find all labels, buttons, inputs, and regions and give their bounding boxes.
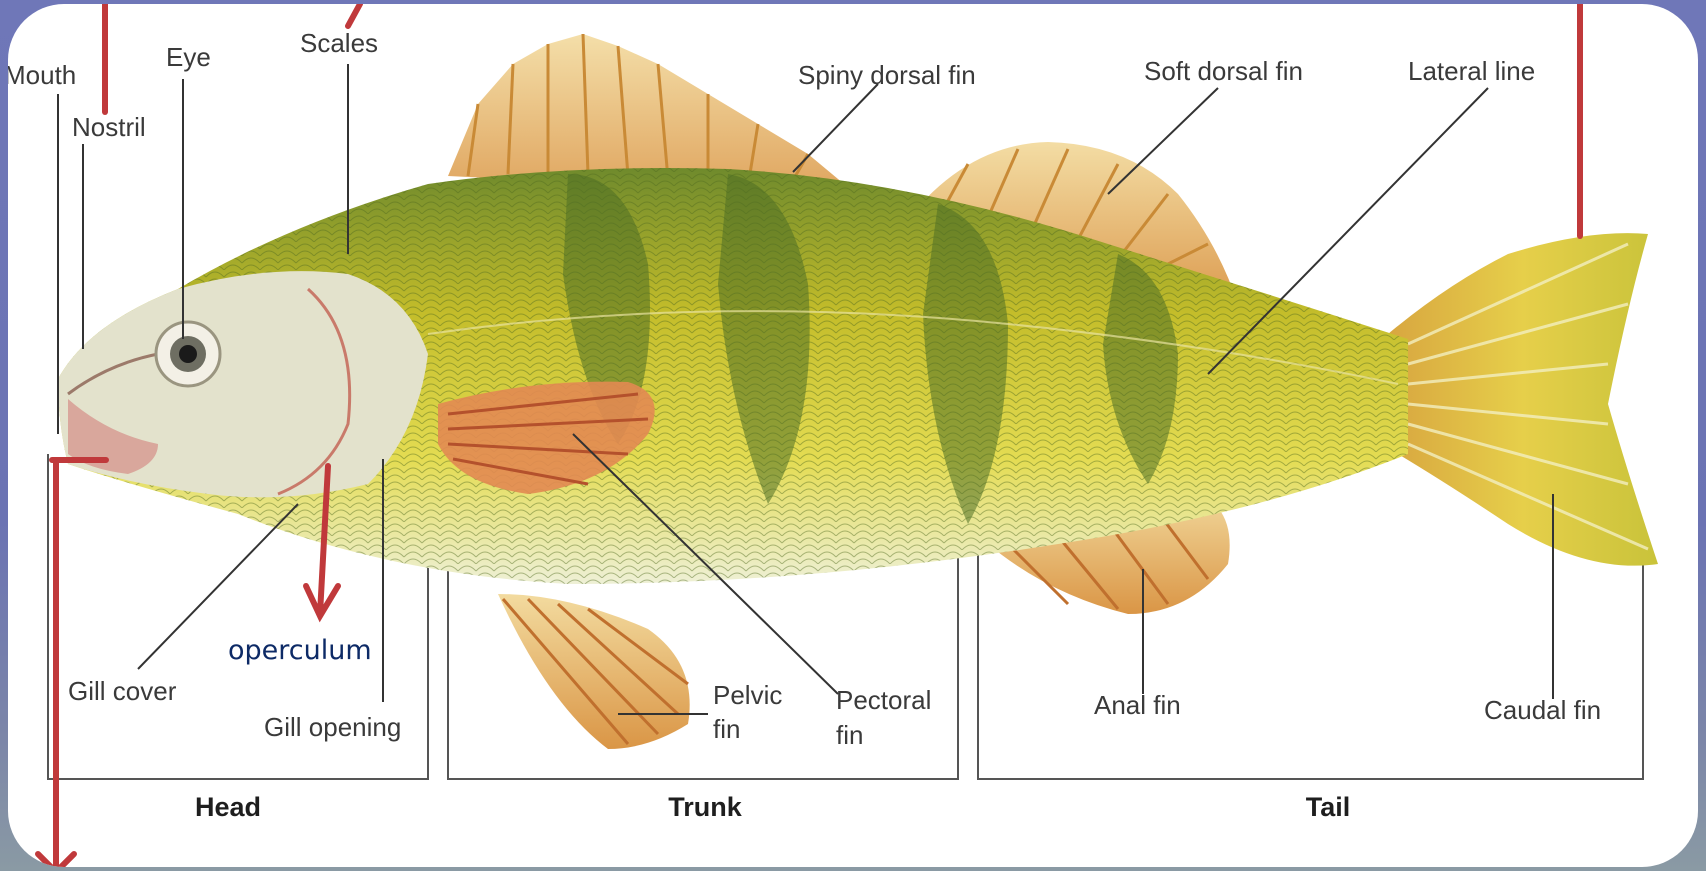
label-eye: Eye — [166, 42, 211, 72]
label-anal-fin: Anal fin — [1094, 690, 1181, 720]
label-nostril: Nostril — [72, 112, 146, 142]
label-lateral-line: Lateral line — [1408, 56, 1535, 86]
label-scales: Scales — [300, 28, 378, 58]
label-pelvic-fin-line2: fin — [713, 714, 740, 744]
fish-diagram: Mouth Eye Scales Nostril Spiny dorsal fi… — [8, 4, 1698, 867]
section-trunk: Trunk — [668, 792, 742, 822]
label-pectoral-fin-line2: fin — [836, 720, 863, 750]
label-spiny-dorsal-fin: Spiny dorsal fin — [798, 60, 976, 90]
soft-dorsal-leader — [1108, 88, 1218, 194]
label-gill-cover: Gill cover — [68, 676, 177, 706]
caudal-fin — [1388, 233, 1658, 566]
label-pelvic-fin-line1: Pelvic — [713, 680, 782, 710]
label-pectoral-fin-line1: Pectoral — [836, 685, 931, 715]
spiny-dorsal-leader — [793, 84, 878, 172]
label-soft-dorsal-fin: Soft dorsal fin — [1144, 56, 1303, 86]
section-head: Head — [195, 792, 261, 822]
label-caudal-fin: Caudal fin — [1484, 695, 1601, 725]
scales-arrow — [348, 4, 360, 26]
pelvic-fin — [498, 594, 690, 749]
mouth-arrow — [52, 460, 106, 867]
section-tail: Tail — [1306, 792, 1351, 822]
label-mouth: Mouth — [8, 60, 76, 90]
fish-head — [58, 271, 428, 497]
label-operculum: operculum — [228, 635, 372, 666]
label-gill-opening: Gill opening — [264, 712, 401, 742]
diagram-card: Mouth Eye Scales Nostril Spiny dorsal fi… — [8, 4, 1698, 867]
